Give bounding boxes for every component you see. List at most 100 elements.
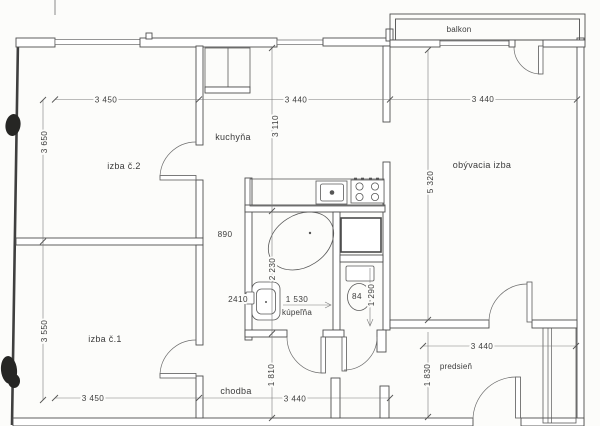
room2-door-arc: [159, 141, 197, 179]
dim-hall-depth: 1 830: [423, 364, 432, 387]
balcony-door-arc: [513, 46, 542, 75]
living-door-arc: [488, 283, 528, 323]
outer-walls: [10, 28, 585, 426]
wall-bathroom-left: [244, 177, 253, 341]
wc-door-arc: [343, 336, 378, 371]
wall-living-hall-left: [389, 319, 490, 329]
dim-tick: [572, 342, 580, 350]
dim-top-left: 3 450: [95, 96, 118, 105]
scan-artifacts: [0, 114, 21, 388]
wall-top-right: [322, 37, 391, 47]
wall-shaft-bottom: [339, 254, 384, 263]
room2-door-leaf: [159, 175, 197, 181]
wall-room1-corridor-upper: [195, 244, 204, 346]
wall-between-doors: [322, 329, 345, 338]
wall-living-hall-right: [531, 319, 578, 329]
toilet-cistern: [345, 265, 375, 282]
window-room2: [54, 39, 141, 45]
bathroom-door-leaf: [320, 336, 326, 374]
label-room1: izba č.1: [88, 334, 121, 344]
living-door-leaf: [526, 281, 533, 323]
dim-bath-width: 1 530: [286, 295, 309, 304]
wall-bathroom-top: [244, 204, 386, 213]
dim-bath-depth: 2 230: [268, 258, 277, 281]
labels: izba č.2 kuchyňa obývacia izba izba č.1 …: [38, 25, 511, 406]
dim-tick: [268, 44, 276, 52]
scan-blob-top: [5, 114, 21, 136]
dim-tick: [39, 96, 47, 104]
entry-door-leaf: [515, 376, 521, 419]
room1-door-leaf: [159, 373, 197, 379]
dim-kitchen-depth: 3 110: [271, 115, 280, 137]
washbasin-tap: [245, 291, 255, 305]
balcony: [389, 13, 586, 75]
wall-corridor-hall-stub-top: [376, 329, 387, 353]
wall-top-mid: [139, 37, 278, 48]
stove-knob-1: [354, 177, 357, 180]
kitchen-sink-basin: [320, 183, 344, 202]
wall-bottom-right: [520, 417, 585, 426]
sink-drain: [329, 190, 335, 195]
dim-arrow-bath: [324, 301, 332, 309]
doors: [159, 141, 533, 421]
window-balcony: [439, 40, 511, 46]
stove-burner-3: [355, 192, 364, 201]
kitchen-stove: [350, 179, 385, 204]
dim-living-depth: 5 320: [426, 171, 435, 194]
stove-knob-4: [376, 177, 379, 180]
stove-burner-2: [370, 182, 379, 191]
dim-top-mid: 3 440: [285, 96, 308, 105]
wall-under-balcony-left: [389, 39, 441, 48]
dim-tick: [195, 394, 203, 402]
dim-tick: [424, 46, 432, 54]
wall-corridor-hall-stub-bottom: [379, 385, 390, 419]
dim-corridor-depth: 1 810: [267, 364, 276, 387]
dim-tick: [268, 207, 276, 215]
dim-tick: [424, 413, 432, 421]
dim-left-top: 3 650: [40, 131, 49, 154]
label-balcony: balkon: [447, 25, 472, 34]
wall-room2-kitchen-lower: [195, 179, 204, 239]
dim-tick: [424, 316, 432, 324]
dim-top-right: 3 440: [472, 95, 495, 104]
wall-room2-room1: [15, 237, 204, 246]
dim-tick: [573, 96, 581, 103]
fixtures: [204, 47, 577, 424]
room1-door-arc: [159, 339, 197, 377]
balcony-door-leaf: [538, 45, 544, 75]
dim-hall-width: 3 440: [471, 342, 494, 351]
balcony-door-post: [508, 39, 516, 48]
wall-right-outer: [576, 37, 585, 426]
dim-bottom-mid: 3 440: [284, 395, 307, 404]
label-bathroom: kúpeľňa: [282, 308, 312, 317]
label-living: obývacia izba: [453, 160, 511, 170]
washbasin-bowl: [256, 288, 276, 315]
wall-kitchen-living-upper: [382, 45, 391, 123]
dim-tick: [386, 96, 394, 103]
toilet-bowl: [347, 283, 371, 311]
stove-burner-4: [370, 192, 379, 201]
bathtub-drain: [308, 231, 312, 235]
label-corridor: chodba: [220, 386, 251, 396]
washbasin-drain: [265, 301, 267, 303]
dim-tick: [51, 96, 59, 103]
label-hall: predsieň: [440, 362, 472, 371]
bathtub: [268, 211, 334, 271]
dim-tick: [386, 394, 394, 402]
stove-burner-1: [355, 182, 364, 191]
wall-kitchen-living-lower: [382, 161, 391, 331]
dim-tick: [268, 414, 276, 422]
hall-wardrobe: [542, 327, 577, 424]
dim-tick: [195, 96, 203, 103]
dim-tick: [39, 396, 47, 404]
dim-tick: [51, 394, 59, 402]
label-room2: izba č.2: [107, 161, 140, 171]
bathroom-door-arc: [286, 336, 324, 374]
wall-under-balcony-right: [542, 39, 586, 48]
dim-arrow-wc: [366, 318, 374, 327]
label-kitchen: kuchyňa: [215, 132, 251, 142]
dim-passage: 890: [218, 230, 233, 239]
wall-room2-kitchen-upper: [195, 45, 204, 146]
dim-bottom-left: 3 450: [82, 394, 105, 403]
